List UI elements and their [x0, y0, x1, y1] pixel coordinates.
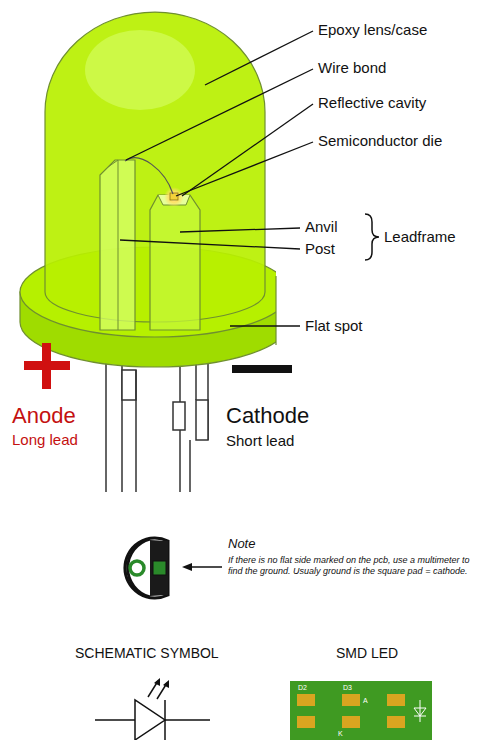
leader-lines — [120, 31, 313, 326]
group-label: Leadframe — [384, 228, 456, 245]
note-heading: Note — [228, 537, 255, 552]
part-label: Epoxy lens/case — [318, 21, 427, 38]
semiconductor-die — [170, 193, 178, 200]
diode-symbol — [95, 681, 210, 740]
section-heading: SMD LED — [336, 645, 398, 661]
smd-board — [290, 681, 432, 740]
pin-note: Short lead — [226, 432, 294, 449]
wire-bond — [125, 158, 173, 194]
part-label: Anvil — [305, 218, 338, 235]
part-label: Semiconductor die — [318, 132, 442, 149]
post — [100, 160, 135, 330]
part-label: Reflective cavity — [318, 94, 426, 111]
minus-sign — [232, 365, 292, 373]
leadframe-brace — [365, 214, 379, 260]
pin-name: Cathode — [226, 403, 309, 428]
part-label: Post — [305, 240, 335, 257]
section-heading: SCHEMATIC SYMBOL — [75, 645, 219, 661]
note-text: If there is no flat side marked on the p… — [228, 555, 480, 577]
pcb-label: D3 — [343, 684, 352, 692]
anvil — [150, 195, 200, 330]
pcb-label: A — [363, 697, 368, 705]
led-footprint — [125, 538, 168, 598]
pcb-label: D2 — [298, 684, 307, 692]
pin-note: Long lead — [12, 431, 78, 448]
pin-name: Anode — [12, 403, 76, 428]
part-label: Wire bond — [318, 59, 386, 76]
pcb-label: K — [338, 730, 343, 738]
part-label: Flat spot — [305, 317, 363, 334]
